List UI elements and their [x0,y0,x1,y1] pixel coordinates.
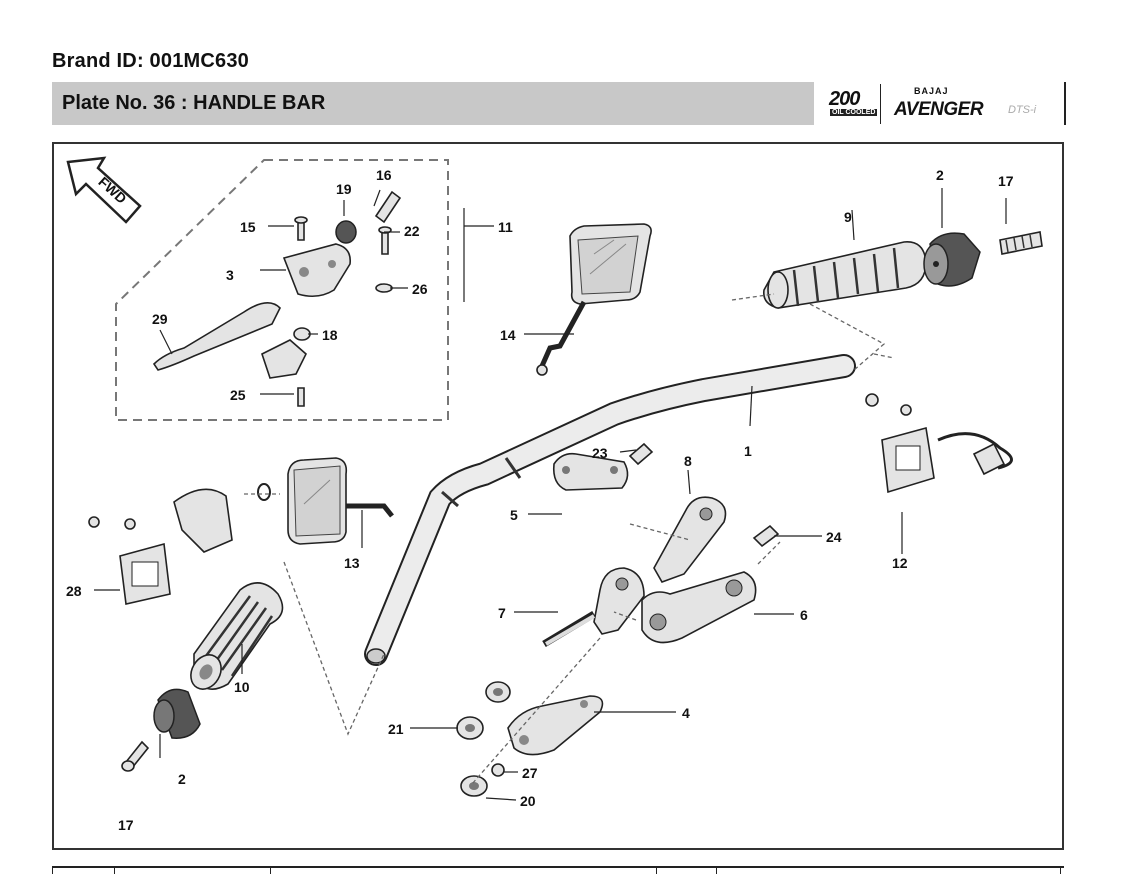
callout-10: 10 [234,679,250,695]
model-logo: AVENGER [894,99,984,120]
callout-13: 13 [344,555,360,571]
callout-22: 22 [404,223,420,239]
logo-strip: 200 OIL COOLED BAJAJ AVENGER DTS-i [822,82,1066,125]
callout-17-left: 17 [118,817,134,833]
table-column-divider [270,868,271,874]
left-grip [190,582,284,690]
small-screw [297,387,305,407]
callout-15: 15 [240,219,256,235]
callout-11: 11 [498,219,513,235]
callout-numbers: 1 2 2 3 4 5 6 7 8 9 10 11 12 13 14 15 16… [66,167,1014,833]
bolts [628,442,780,548]
clamp-bolt [374,190,402,224]
handle-holder [653,496,727,583]
callout-16: 16 [376,167,392,183]
pivot-bolt [294,216,308,241]
parts-table-header [52,866,1064,874]
callout-4: 4 [682,705,690,721]
left-mirror [287,457,394,545]
mounting-bracket [507,695,604,756]
callout-27: 27 [522,765,538,781]
lever-nut [293,327,311,341]
left-switch-assembly [88,483,271,605]
callout-8: 8 [684,453,692,469]
brand-id: Brand ID: 001MC630 [52,50,249,72]
callout-6: 6 [800,607,808,623]
exploded-parts-diagram: FWD [52,142,1064,850]
callout-23: 23 [592,445,608,461]
variant-logo: DTS-i [1008,104,1037,116]
nut-washer [460,763,505,797]
table-column-divider [1060,868,1061,874]
right-bar-end-weight [923,232,981,287]
badge-number: 200 [829,88,860,110]
badge-sub: OIL COOLED [830,109,878,116]
table-column-divider [114,868,115,874]
engine-badge-logo: 200 OIL COOLED [824,84,881,124]
right-end-screw [999,231,1043,255]
plate-title: Plate No. 36 : HANDLE BAR [62,92,326,114]
rubber-bush [456,681,511,740]
table-column-divider [52,868,53,874]
plate-title-bar: Plate No. 36 : HANDLE BAR [52,82,814,125]
right-switch-assembly [865,393,1013,494]
callout-19: 19 [336,181,352,197]
callout-20: 20 [520,793,536,809]
table-column-divider [716,868,717,874]
callout-24: 24 [826,529,842,545]
upper-holder [542,567,645,648]
table-column-divider [656,868,657,874]
lever-bracket [282,243,352,298]
holder-cap [552,452,629,491]
callout-17-right: 17 [998,173,1014,189]
pivot-screw [378,226,392,255]
callout-9: 9 [844,209,852,225]
right-grip [762,241,927,309]
callout-3: 3 [226,267,234,283]
callout-12: 12 [892,555,908,571]
maker-logo: BAJAJ [914,86,949,96]
callout-1: 1 [744,443,752,459]
callout-14: 14 [500,327,516,343]
callout-21: 21 [388,721,404,737]
switch-cover [261,339,307,379]
collar [335,220,357,244]
callout-7: 7 [498,605,506,621]
leader-lines [94,188,1007,801]
lever-kit-outline [115,159,449,421]
callout-29: 29 [152,311,168,327]
left-bar-end-weight [153,688,201,739]
brake-lever [152,302,281,371]
callout-25: 25 [230,387,246,403]
callout-5: 5 [510,507,518,523]
diagram-drawing: FWD [66,156,1043,833]
left-end-screw [121,740,150,772]
callout-28: 28 [66,583,82,599]
callout-2-left: 2 [178,771,186,787]
right-mirror [536,223,652,376]
callout-2-right: 2 [936,167,944,183]
callout-18: 18 [322,327,338,343]
lower-holder [641,571,757,644]
callout-26: 26 [412,281,428,297]
handlebar-tube [364,354,856,666]
fwd-arrow-icon: FWD [66,156,142,224]
washer [375,283,393,293]
